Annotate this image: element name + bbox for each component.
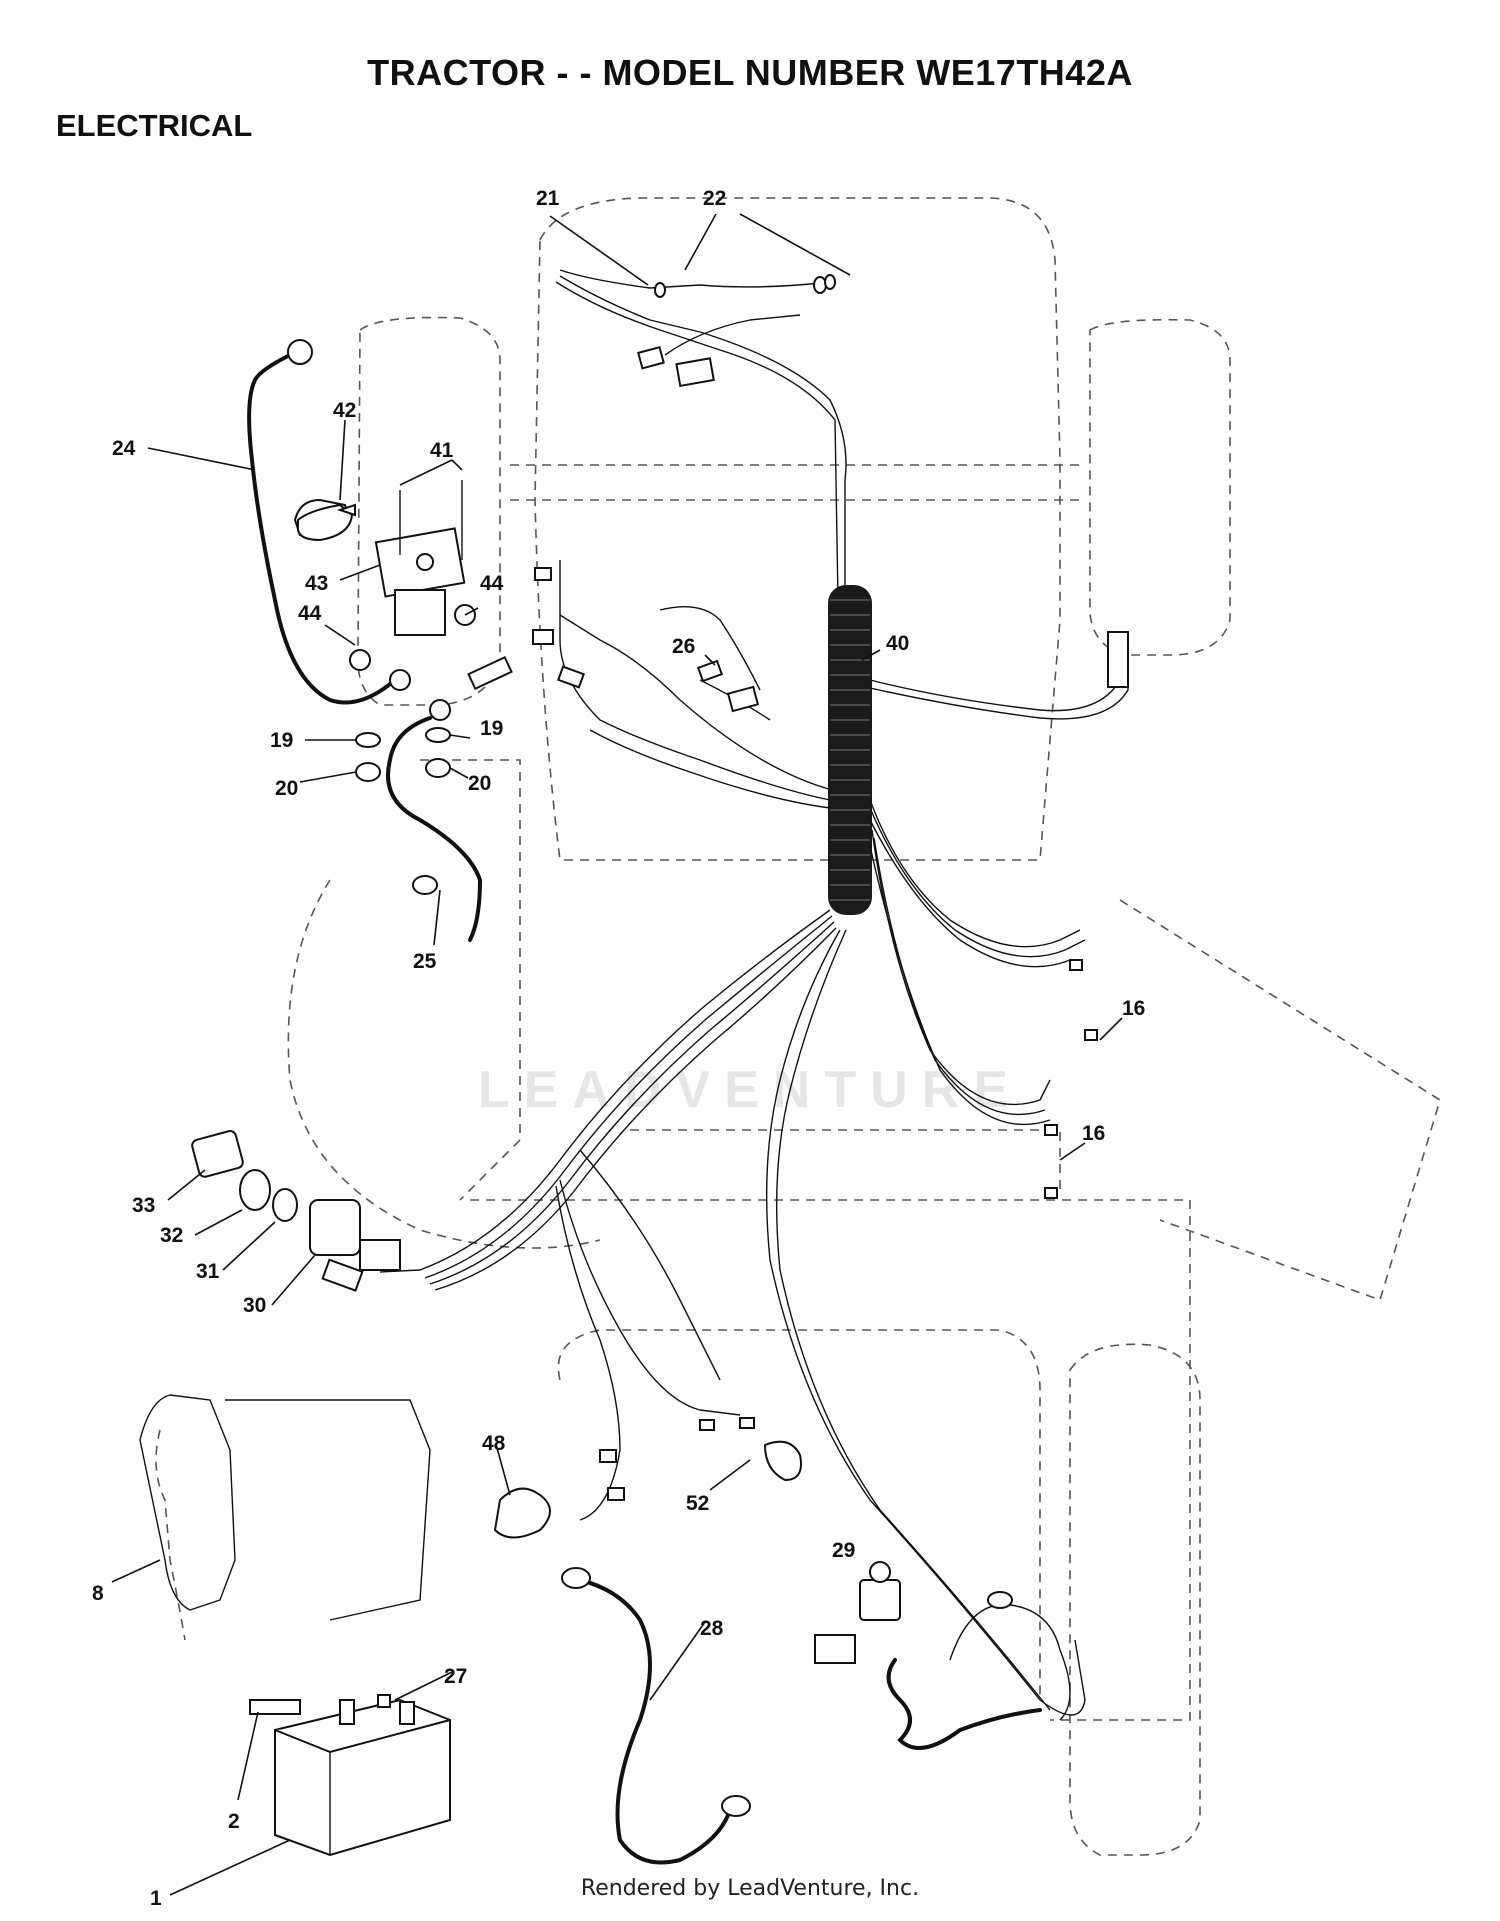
harness-loom bbox=[828, 585, 872, 915]
tractor-outline bbox=[155, 197, 1441, 1856]
callout-22: 22 bbox=[703, 187, 726, 210]
callout-33: 33 bbox=[132, 1194, 155, 1217]
callout-21: 21 bbox=[536, 187, 560, 210]
callout-20b: 20 bbox=[468, 772, 491, 795]
callout-43: 43 bbox=[305, 572, 328, 595]
misc-parts bbox=[139, 503, 802, 1621]
callout-41: 41 bbox=[430, 439, 454, 462]
footer-credit: Rendered by LeadVenture, Inc. bbox=[580, 1876, 920, 1901]
callout-19b: 19 bbox=[480, 717, 503, 740]
battery bbox=[249, 1567, 751, 1865]
callout-44b: 44 bbox=[480, 572, 504, 595]
callout-29: 29 bbox=[832, 1539, 855, 1562]
callout-16a: 16 bbox=[1122, 997, 1145, 1020]
callout-16b: 16 bbox=[1082, 1122, 1105, 1145]
watermark: LEADVENTURE bbox=[477, 1061, 1023, 1119]
callout-20a: 20 bbox=[275, 777, 298, 800]
callout-8: 8 bbox=[92, 1582, 104, 1605]
callout-44a: 44 bbox=[298, 602, 322, 625]
callout-42: 42 bbox=[333, 399, 356, 422]
callout-28: 28 bbox=[700, 1617, 724, 1640]
callout-25: 25 bbox=[413, 950, 437, 973]
section-title: ELECTRICAL bbox=[56, 108, 253, 143]
callout-31: 31 bbox=[196, 1260, 220, 1283]
callout-numbers: 21 22 42 41 24 43 44 44 19 19 20 20 25 2… bbox=[92, 187, 1145, 1910]
callout-27: 27 bbox=[444, 1665, 467, 1688]
harness-branches bbox=[379, 560, 1129, 1716]
page-title: TRACTOR - - MODEL NUMBER WE17TH42A bbox=[367, 52, 1133, 93]
callout-52: 52 bbox=[686, 1492, 709, 1515]
callout-26: 26 bbox=[672, 635, 695, 658]
callout-40: 40 bbox=[886, 632, 909, 655]
wire-harness bbox=[555, 269, 847, 601]
callout-48: 48 bbox=[482, 1432, 506, 1455]
callout-19a: 19 bbox=[270, 729, 293, 752]
callout-24: 24 bbox=[112, 437, 136, 460]
seat-switch bbox=[814, 1561, 1071, 1750]
callout-30: 30 bbox=[243, 1294, 266, 1317]
connectors bbox=[532, 567, 1098, 1501]
callout-1: 1 bbox=[150, 1887, 162, 1910]
callout-32: 32 bbox=[160, 1224, 183, 1247]
callout-2: 2 bbox=[228, 1810, 240, 1833]
solenoid-assembly bbox=[247, 339, 513, 942]
leader-lines bbox=[111, 213, 1123, 1896]
ignition-switch bbox=[191, 1130, 401, 1292]
